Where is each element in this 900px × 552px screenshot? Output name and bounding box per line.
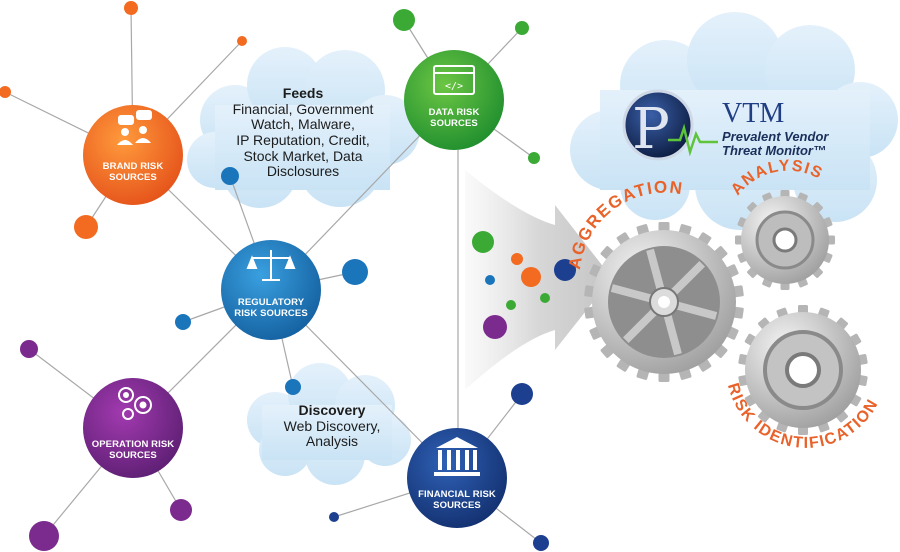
analysis-gear [735,190,835,290]
svg-text:P: P [632,97,670,162]
signal-dot [329,512,339,522]
operation-node [83,378,183,478]
signal-dot [221,167,239,185]
prevalent-logo: P [622,89,718,162]
financial-node [407,428,507,528]
signal-dot [170,499,192,521]
feeds-text: Feeds Financial, Government Watch, Malwa… [208,85,398,180]
signal-dot [342,259,368,285]
signal-dot [511,253,523,265]
data-node [404,50,504,150]
feeds-line: Financial, Government [232,100,374,117]
signal-dot [506,300,516,310]
signal-dot [124,1,138,15]
feeds-cloud [187,47,420,208]
discovery-title: Discovery [298,402,366,418]
signal-dot [554,259,576,281]
discovery-cloud [247,363,411,485]
gear-spoke [671,260,706,295]
aggregation-gear [584,222,744,382]
discovery-text: Discovery Web Discovery, Analysis [262,402,402,450]
signal-dot [515,21,529,35]
gear-spoke [646,248,665,290]
signal-dot [485,275,495,285]
scales-icon [246,250,296,281]
signal-dot [0,86,11,98]
signal-dot [540,293,550,303]
signal-dot [20,340,38,358]
feeds-line: Stock Market, Data [243,147,363,164]
signal-dot [285,379,301,395]
brand-node [83,105,183,205]
feeds-line: Disclosures [266,163,340,180]
risk-gear [738,305,868,435]
gear-spoke [622,309,657,344]
signal-dot [74,215,98,239]
signal-dot [237,36,247,46]
signal-dot [511,383,533,405]
feeds-title: Feeds [282,85,324,101]
signal-dot [483,315,507,339]
discovery-line: Analysis [305,433,359,450]
vtm-name: Prevalent Vendor Threat Monitor™ [722,129,829,159]
vtm-name-line1: Prevalent Vendor [722,129,829,144]
code-window-icon: </> [433,65,475,95]
vtm-title: VTM [722,98,785,129]
gear-spoke [663,314,682,356]
signal-dot [175,314,191,330]
gear-spoke [610,284,652,303]
signal-dot [521,267,541,287]
signal-dot [29,521,59,551]
regulatory-label: REGULATORY RISK SOURCES [234,297,308,319]
operation-label: OPERATION RISK SOURCES [91,439,175,461]
vtm-name-line2: Threat Monitor™ [722,143,826,159]
svg-text:</>: </> [445,81,463,92]
signal-dot [533,535,549,551]
people-speech-icon [117,110,152,145]
data-label: DATA RISK SOURCES [428,107,480,129]
signal-dot [393,9,415,31]
brand-label: BRAND RISK SOURCES [102,161,164,183]
signal-dot [528,152,540,164]
bank-icon [434,437,480,476]
signal-dot [472,231,494,253]
feeds-line: IP Reputation, Credit, [236,132,370,149]
discovery-line: Web Discovery, [283,417,381,434]
gear-spoke [676,301,718,320]
feeds-line: Watch, Malware, [251,116,355,133]
financial-label: FINANCIAL RISK SOURCES [418,489,496,511]
signal-dots [0,1,576,551]
regulatory-node [221,240,321,340]
gears-icon [118,387,152,420]
